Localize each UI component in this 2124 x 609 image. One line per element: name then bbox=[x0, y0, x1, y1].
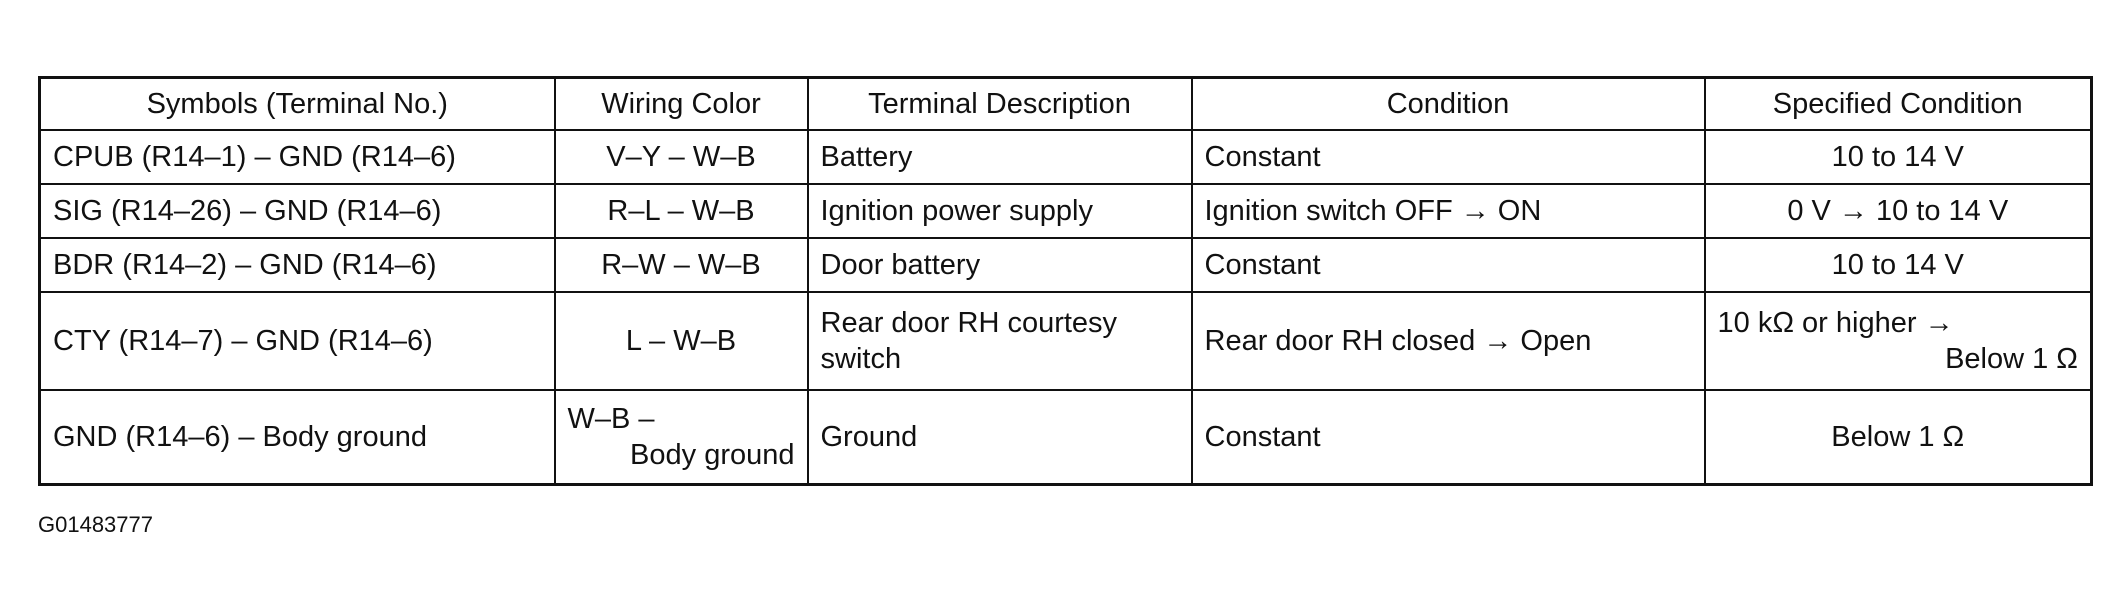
cell-condition: Constant bbox=[1190, 237, 1706, 293]
cell-condition: Constant bbox=[1190, 129, 1706, 185]
table-row: GND (R14–6) – Body ground W–B – Body gro… bbox=[38, 389, 2093, 486]
cell-symbols: BDR (R14–2) – GND (R14–6) bbox=[38, 237, 556, 293]
table-row: SIG (R14–26) – GND (R14–6) R–L – W–B Ign… bbox=[38, 183, 2093, 239]
cell-symbols: GND (R14–6) – Body ground bbox=[38, 389, 556, 486]
cell-symbols: SIG (R14–26) – GND (R14–6) bbox=[38, 183, 556, 239]
cell-specified: 10 kΩ or higher → Below 1 Ω bbox=[1703, 291, 2093, 391]
cell-specified: 10 to 14 V bbox=[1703, 237, 2093, 293]
cell-wiring-color: L – W–B bbox=[553, 291, 809, 391]
cell-wiring-color: R–W – W–B bbox=[553, 237, 809, 293]
header-symbols: Symbols (Terminal No.) bbox=[38, 76, 556, 131]
header-condition: Condition bbox=[1190, 76, 1706, 131]
cell-wiring-color: W–B – Body ground bbox=[553, 389, 809, 486]
cell-description: Battery bbox=[806, 129, 1193, 185]
cell-description: Ground bbox=[806, 389, 1193, 486]
terminal-spec-table-container: Symbols (Terminal No.) Wiring Color Term… bbox=[38, 76, 2093, 486]
cell-description: Ignition power supply bbox=[806, 183, 1193, 239]
cell-specified: 0 V → 10 to 14 V bbox=[1703, 183, 2093, 239]
figure-id-label: G01483777 bbox=[38, 512, 153, 537]
header-wiring-color: Wiring Color bbox=[553, 76, 809, 131]
cell-wiring-color: R–L – W–B bbox=[553, 183, 809, 239]
cell-specified: 10 to 14 V bbox=[1703, 129, 2093, 185]
table-row: CPUB (R14–1) – GND (R14–6) V–Y – W–B Bat… bbox=[38, 129, 2093, 185]
cell-specified: Below 1 Ω bbox=[1703, 389, 2093, 486]
cell-wiring-color-line2: Body ground bbox=[630, 439, 795, 471]
cell-wiring-color: V–Y – W–B bbox=[553, 129, 809, 185]
cell-description: Rear door RH courtesy switch bbox=[806, 291, 1193, 391]
cell-symbols: CPUB (R14–1) – GND (R14–6) bbox=[38, 129, 556, 185]
cell-condition: Constant bbox=[1190, 389, 1706, 486]
cell-description: Door battery bbox=[806, 237, 1193, 293]
cell-symbols: CTY (R14–7) – GND (R14–6) bbox=[38, 291, 556, 391]
cell-specified-line1: 10 kΩ or higher → bbox=[1717, 307, 1954, 339]
cell-description-line2: switch bbox=[820, 343, 902, 375]
cell-condition: Ignition switch OFF → ON bbox=[1190, 183, 1706, 239]
header-terminal-description: Terminal Description bbox=[806, 76, 1193, 131]
header-row: Symbols (Terminal No.) Wiring Color Term… bbox=[38, 76, 2093, 131]
cell-specified-line2: Below 1 Ω bbox=[1945, 343, 2078, 375]
cell-description-line1: Rear door RH courtesy bbox=[820, 307, 1118, 339]
terminal-spec-table: Symbols (Terminal No.) Wiring Color Term… bbox=[38, 76, 2093, 486]
table-row: BDR (R14–2) – GND (R14–6) R–W – W–B Door… bbox=[38, 237, 2093, 293]
cell-condition: Rear door RH closed → Open bbox=[1190, 291, 1706, 391]
header-specified-condition: Specified Condition bbox=[1703, 76, 2093, 131]
cell-wiring-color-line1: W–B – bbox=[567, 403, 655, 435]
table-row: CTY (R14–7) – GND (R14–6) L – W–B Rear d… bbox=[38, 291, 2093, 391]
